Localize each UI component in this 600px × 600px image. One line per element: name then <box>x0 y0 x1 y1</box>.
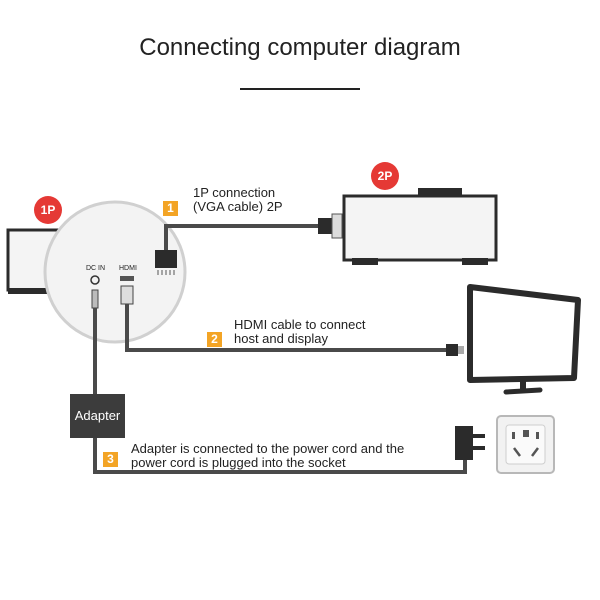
power-cord <box>93 438 467 474</box>
diagram-title: Connecting computer diagram <box>139 34 461 61</box>
step-2-badge: 2 <box>207 332 222 347</box>
vga-connector-2p-icon <box>318 213 343 239</box>
host-2p-icon <box>342 188 498 265</box>
step-2-line-2: host and display <box>234 331 328 346</box>
step-1-line-1: 1P connection <box>193 185 276 200</box>
host-1p-badge: 1P <box>34 196 62 224</box>
title-underline <box>240 88 360 90</box>
vga-cable <box>164 224 318 250</box>
step-1-line-2: (VGA cable) 2P <box>193 199 283 214</box>
port-zoom-circle <box>43 200 187 344</box>
power-plug-icon <box>455 426 485 460</box>
host-2p-badge: 2P <box>371 162 399 190</box>
step-2-line-1: HDMI cable to connect <box>234 317 366 332</box>
monitor-icon <box>467 284 581 395</box>
step-3-line-2: power cord is plugged into the socket <box>131 455 346 470</box>
hdmi-connector-icon <box>120 276 134 305</box>
adapter-box: Adapter <box>70 394 125 438</box>
hdmi-plug-icon <box>446 344 464 356</box>
wall-socket-icon <box>496 415 555 474</box>
step-1-badge: 1 <box>163 201 178 216</box>
dc-in-label: DC IN <box>86 265 106 272</box>
step-3-badge: 3 <box>103 452 118 467</box>
vga-connector-icon <box>155 250 177 275</box>
hdmi-port-label: HDMI <box>119 265 137 272</box>
step-3-line-1: Adapter is connected to the power cord a… <box>131 441 405 456</box>
hdmi-cable <box>125 304 446 352</box>
